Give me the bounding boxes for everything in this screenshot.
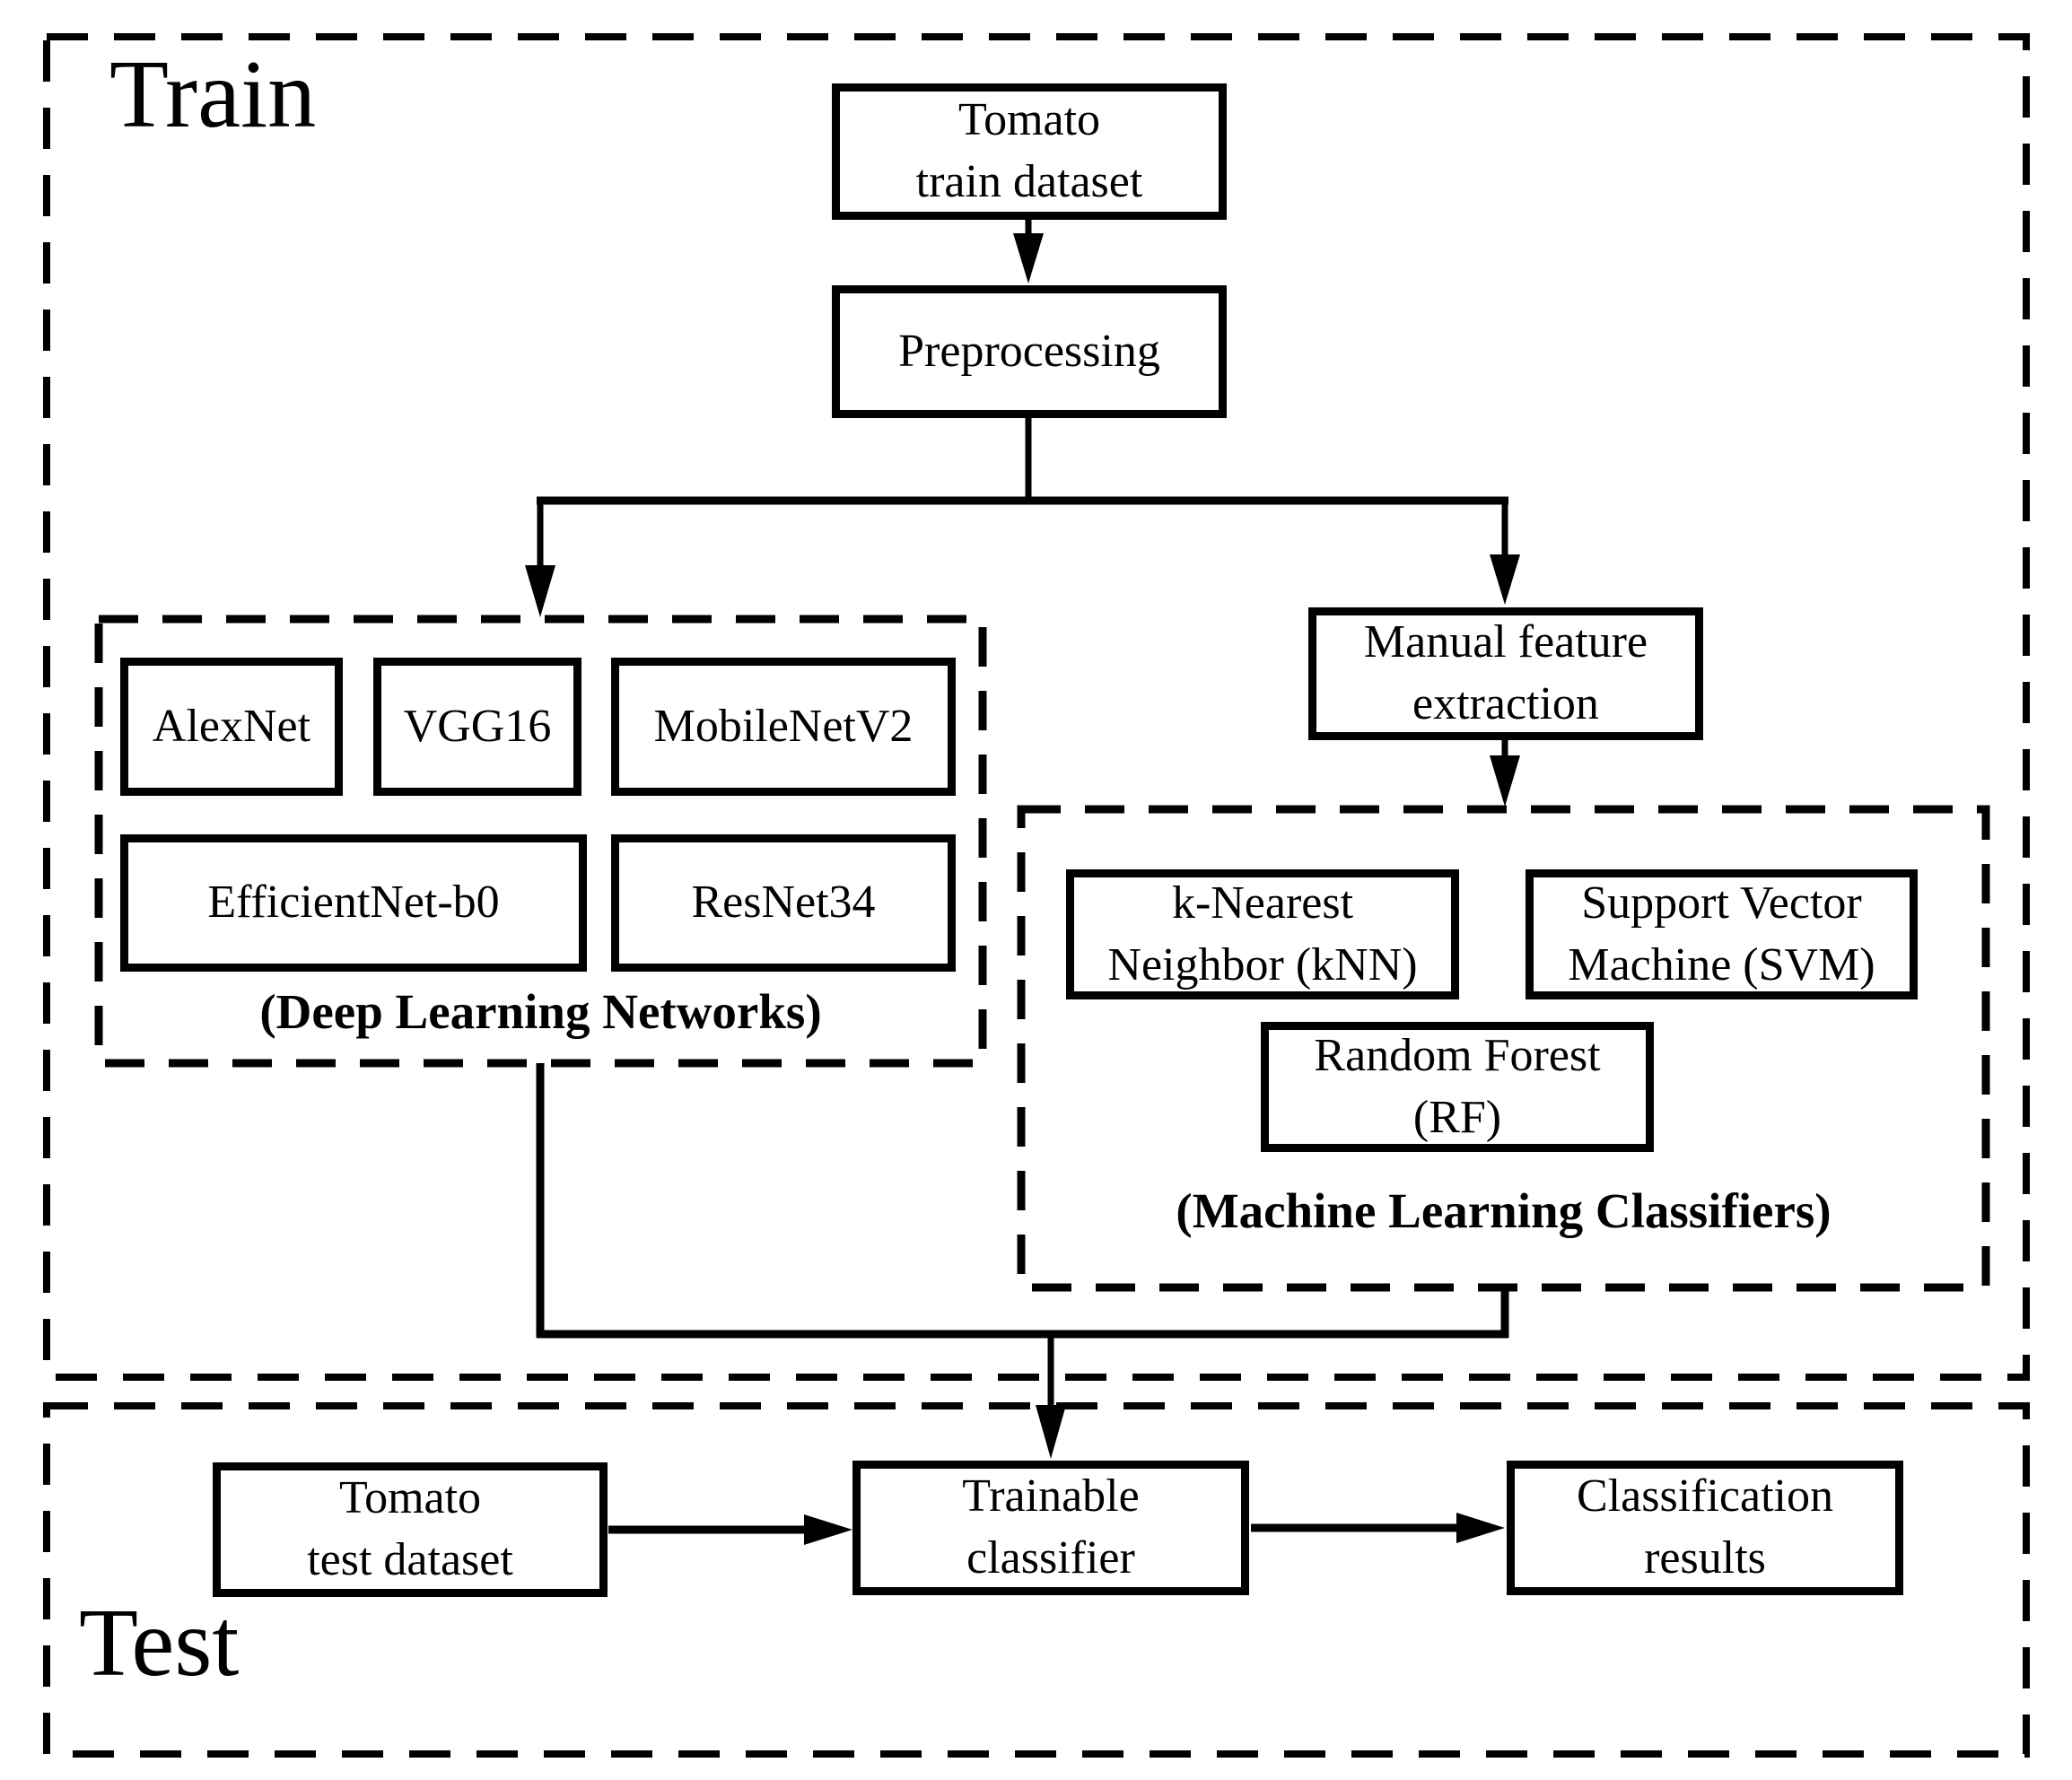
deep-learning-group-label: (Deep Learning Networks) [259, 984, 822, 1039]
vgg16-box: VGG16 [373, 658, 581, 796]
arrowhead-merge-to-trainable [1036, 1405, 1066, 1459]
arrowhead-train-dataset-to-preprocessing [1013, 233, 1044, 284]
resnet34-box: ResNet34 [611, 834, 956, 972]
mobilenetv2-box: MobileNetV2 [611, 658, 956, 796]
efficientnet-b0-box: EfficientNet-b0 [120, 834, 587, 972]
arrowhead-split-to-dl [525, 565, 555, 617]
knn-box: k-Nearest Neighbor (kNN) [1066, 869, 1459, 999]
preprocessing-box: Preprocessing [832, 285, 1227, 418]
arrowhead-manual-feature-to-ml [1490, 755, 1520, 807]
manual-feature-extraction-box: Manual feature extraction [1308, 607, 1703, 740]
classification-results-box: Classification results [1507, 1461, 1903, 1595]
machine-learning-group-label: (Machine Learning Classifiers) [1176, 1183, 1832, 1238]
test-region-border [43, 1402, 2030, 1758]
test-region-label: Test [79, 1590, 240, 1697]
random-forest-box: Random Forest (RF) [1261, 1022, 1654, 1152]
tomato-train-dataset-box: Tomato train dataset [832, 83, 1227, 220]
train-region-label: Train [109, 41, 317, 148]
arrowhead-split-to-manual-feature [1490, 554, 1520, 605]
train-region-border [43, 33, 2030, 1381]
trainable-classifier-box: Trainable classifier [852, 1461, 1249, 1595]
svm-box: Support Vector Machine (SVM) [1526, 869, 1918, 999]
alexnet-box: AlexNet [120, 658, 343, 796]
tomato-test-dataset-box: Tomato test dataset [213, 1462, 608, 1597]
arrowhead-trainable-to-results [1456, 1513, 1505, 1543]
arrowhead-test-dataset-to-trainable [804, 1514, 852, 1545]
deep-learning-group-border [94, 615, 987, 1068]
